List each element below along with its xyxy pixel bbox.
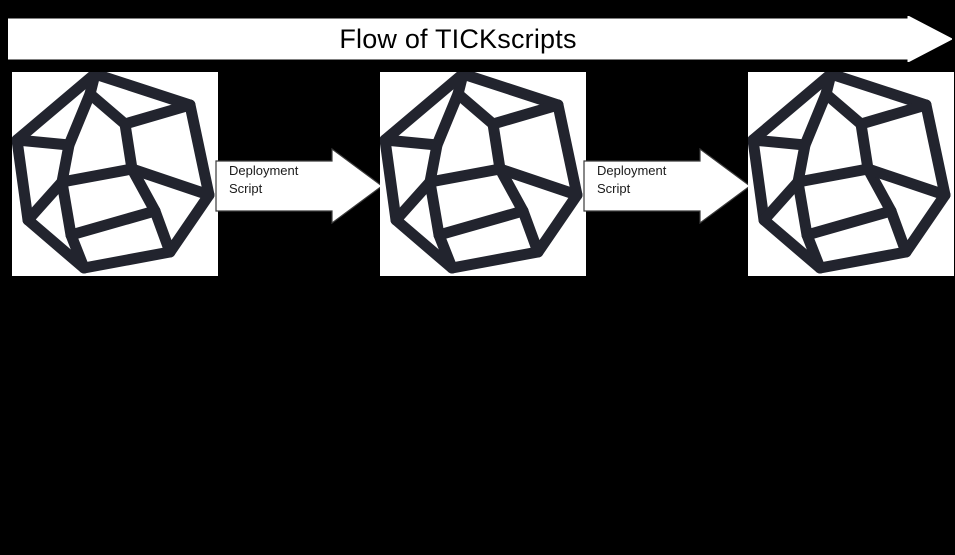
deployment-arrow-1: Deployment Script xyxy=(215,148,383,224)
polyhedron-icon xyxy=(12,72,215,274)
deployment-label-line-2: Script xyxy=(597,181,631,197)
deployment-arrow-2-label: Deployment Script xyxy=(597,162,697,199)
banner-arrow-shape xyxy=(8,16,952,62)
polyhedron-icon xyxy=(380,72,583,274)
arrow-shape xyxy=(215,148,383,224)
panel-kapacitor-3 xyxy=(748,72,954,276)
arrow-shape xyxy=(583,148,751,224)
polyhedron-icon xyxy=(748,72,951,274)
banner-title: Flow of TICKscripts xyxy=(339,23,577,54)
deployment-label-line-2: Script xyxy=(229,181,263,197)
deployment-label-line-1: Deployment xyxy=(229,163,299,178)
panel-kapacitor-1 xyxy=(12,72,218,276)
deployment-label-line-1: Deployment xyxy=(597,163,667,178)
panel-kapacitor-2 xyxy=(380,72,586,276)
deployment-arrow-1-label: Deployment Script xyxy=(229,162,329,199)
flow-banner-arrow: Flow of TICKscripts xyxy=(8,16,952,62)
deployment-arrow-2: Deployment Script xyxy=(583,148,751,224)
